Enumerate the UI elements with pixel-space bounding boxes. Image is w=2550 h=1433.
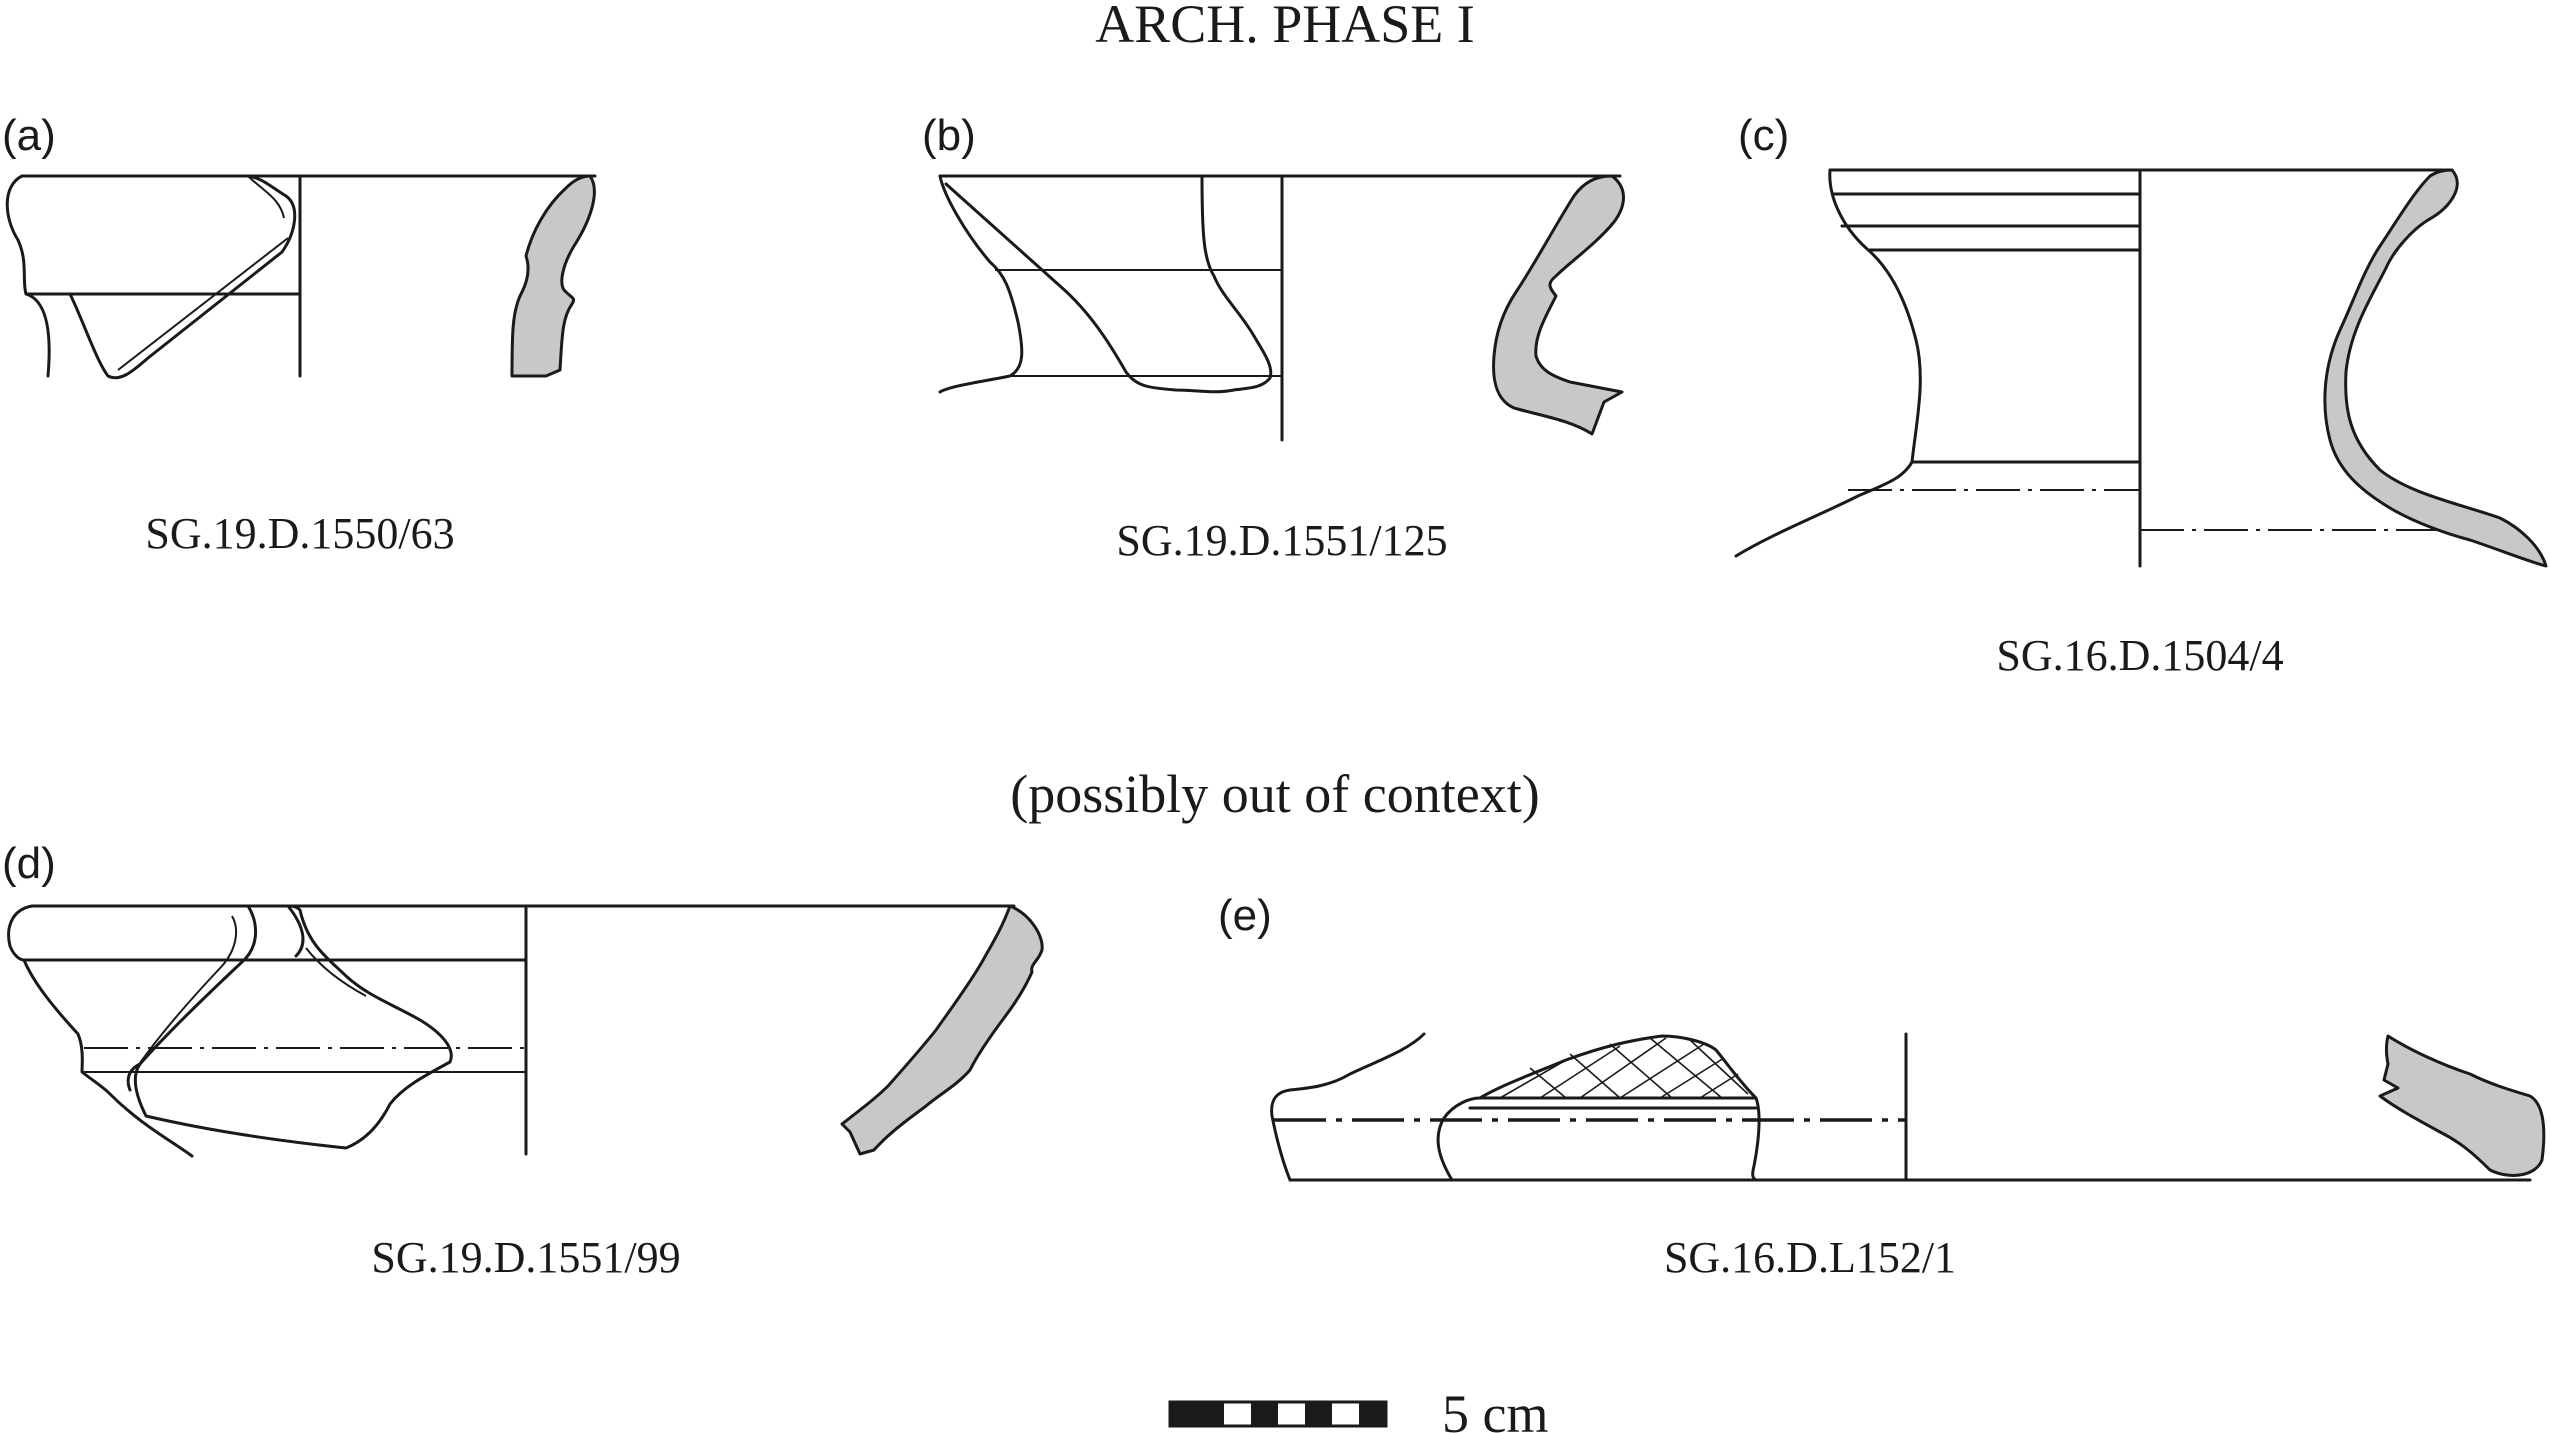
figure-caption-e: SG.16.D.L152/1 bbox=[1664, 1233, 1956, 1282]
vessel-drawing-d bbox=[7, 904, 1044, 1158]
plate-subtitle: (possibly out of context) bbox=[1010, 764, 1539, 824]
figure-letter-c: (c) bbox=[1738, 111, 1789, 160]
figure-caption-c: SG.16.D.1504/4 bbox=[1996, 631, 2283, 680]
scale-label: 5 cm bbox=[1442, 1384, 1548, 1433]
figure-d: (d) SG.19.D.1551/99 bbox=[2, 839, 1044, 1282]
figure-a: (a) SG.19.D.1550/63 bbox=[2, 111, 597, 558]
figure-letter-e: (e) bbox=[1218, 891, 1272, 940]
figure-caption-a: SG.19.D.1550/63 bbox=[145, 509, 454, 558]
vessel-drawing-b bbox=[938, 174, 1625, 442]
figure-caption-b: SG.19.D.1551/125 bbox=[1116, 516, 1447, 565]
figure-letter-b: (b) bbox=[922, 111, 976, 160]
vessel-drawing-c bbox=[1734, 168, 2548, 568]
figure-letter-a: (a) bbox=[2, 111, 56, 160]
scale-bar: 5 cm bbox=[1168, 1384, 1548, 1433]
vessel-drawing-a bbox=[5, 174, 597, 380]
figure-e: (e) bbox=[1218, 891, 2546, 1282]
figure-letter-d: (d) bbox=[2, 839, 56, 888]
figure-b: (b) SG.19.D.1551/125 bbox=[922, 111, 1625, 565]
figure-c: (c) SG.16.D.1504/4 bbox=[1734, 111, 2548, 680]
vessel-drawing-e bbox=[1270, 1032, 2546, 1182]
crosshatch-decoration bbox=[1499, 1037, 1749, 1099]
figure-caption-d: SG.19.D.1551/99 bbox=[371, 1233, 680, 1282]
plate-title: ARCH. PHASE I bbox=[1095, 0, 1475, 54]
